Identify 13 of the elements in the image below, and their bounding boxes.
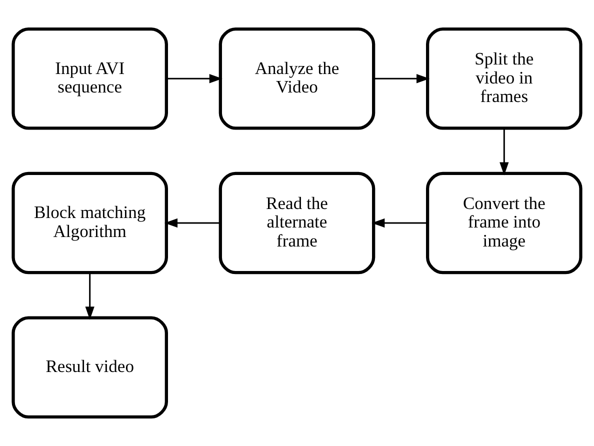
- arrow: [85, 272, 94, 320]
- arrow: [372, 218, 428, 228]
- node-box: Analyze the Video: [218, 27, 376, 130]
- arrow: [374, 74, 430, 84]
- arrow: [164, 218, 220, 228]
- arrow: [166, 74, 222, 84]
- node-box: Split the video in frames: [426, 27, 582, 130]
- node-box: Result video: [12, 316, 168, 419]
- arrow: [500, 128, 509, 176]
- node-box: Read the alternate frame: [218, 172, 376, 274]
- node-box: Convert the frame into image: [426, 172, 582, 274]
- node-box: Block matching Algorithm: [12, 172, 168, 274]
- node-box: Input AVI sequence: [12, 27, 168, 130]
